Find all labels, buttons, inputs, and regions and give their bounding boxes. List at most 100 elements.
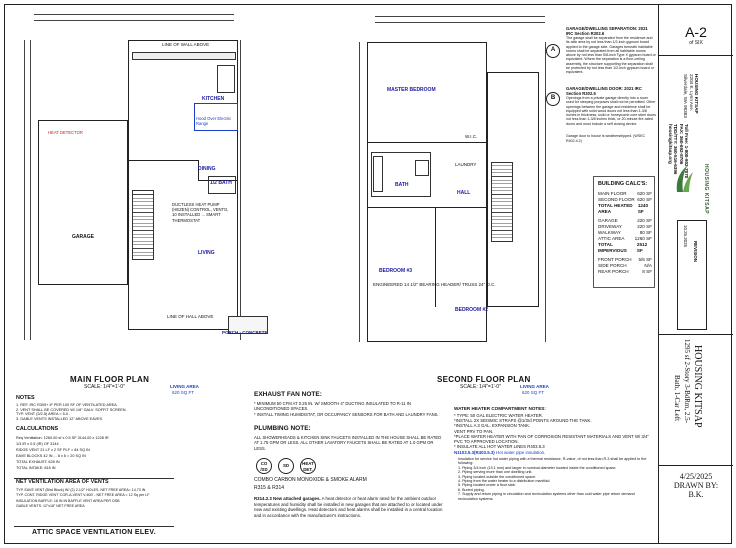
net-vent-line: GABLE VENTS: 12"x18" NET FREE AREA bbox=[16, 504, 85, 509]
insulation-line: 6. Buried piping. bbox=[458, 487, 485, 492]
header-note: ENGINEERED 14 1/2" BEARING HEADER/ TRUSS… bbox=[373, 282, 496, 287]
net-vent-line: INSULATION BAFFLE: 18 IN IN BAFFLE VENT … bbox=[16, 498, 120, 503]
marker-b: B bbox=[546, 92, 560, 106]
building-calc-value: 620 SF bbox=[637, 197, 652, 202]
housing-kitsap-logo-icon bbox=[673, 162, 697, 198]
water-heater-lines: * TYPE: 50 GAL ELECTRIC WATER HEATER.*IN… bbox=[454, 413, 650, 449]
building-calc-value: 5/6 SF bbox=[638, 257, 652, 262]
insulation-title: N1103.5.3(R403.5.3) Hot water pipe insul… bbox=[454, 450, 546, 455]
exhaust-plumbing-notes: EXHAUST FAN NOTE: * MINIMUM 50 CFM AT 0.… bbox=[254, 391, 454, 542]
ducting-note: DUCTLESS HEAT PUMP (HEZEN) CONTROL, VENT… bbox=[172, 202, 229, 223]
building-calc-value: 1240 SF bbox=[637, 203, 649, 214]
note-line: 3. GABLE VENTS INSTALLED 12" ABOVE EAVES… bbox=[16, 416, 104, 421]
plumbing-lines: ALL SHOWERHEADS & KITCHEN SINK FAUCETS I… bbox=[254, 435, 444, 451]
garage-note: HEAT DETECTOR bbox=[48, 130, 118, 135]
building-calc-label: MAIN FLOOR bbox=[598, 191, 627, 196]
room-label-bedroom3: BEDROOM #3 bbox=[379, 268, 413, 274]
room-label-living: LIVING bbox=[198, 250, 215, 256]
water-heater-line: *PLACE WATER HEATER WITH PAN OF CORROSIO… bbox=[454, 433, 649, 445]
sep-b-tail: Garage door to house is weatherstripped.… bbox=[566, 134, 646, 144]
sep-b-text: Openings from a private garage directly … bbox=[566, 96, 656, 126]
building-calc-row: SIDE PORCH N/A bbox=[598, 263, 652, 269]
half-bath-box bbox=[208, 176, 236, 194]
water-heater-line: * INSULATE ALL HOT WATER LINES R403.5.3 bbox=[454, 444, 545, 450]
building-calc-value: 1260 SF bbox=[634, 236, 652, 241]
calculations-title: CALCULATIONS bbox=[16, 426, 59, 432]
sep-a-text: The garage shall be separated from the r… bbox=[566, 36, 656, 75]
water-heater-line: VENT PRV TO PAN. bbox=[454, 428, 494, 434]
building-calc-row: WALKWAY 80 SF bbox=[598, 230, 652, 236]
project-title-box: HOUSING KITSAP 1295 sf 2-Story 3-BdRm, 2… bbox=[659, 334, 733, 466]
building-calc-label: GARAGE bbox=[598, 218, 618, 223]
sheet-number: A-2 bbox=[685, 24, 707, 40]
calculations-lines: Req Ventilation: 1260.00 sf x 0.5 SF 314… bbox=[16, 435, 216, 471]
marker-a: A bbox=[546, 44, 560, 58]
sheet-of: of SIX bbox=[689, 40, 703, 46]
porch-label: PORCH - CONCRETE bbox=[222, 330, 268, 335]
second-plan-scale: SCALE: 1/4"=1'-0" bbox=[460, 384, 501, 390]
label-line-wall-above: LINE OF WALL ABOVE bbox=[162, 42, 210, 47]
building-calc-label: ATTIC AREA bbox=[598, 236, 625, 241]
co-sd-symbol: CO /SD bbox=[256, 458, 272, 474]
project-title-3: Bath, 1-Car Left bbox=[673, 375, 681, 422]
laundry-label: LAUNDRY bbox=[455, 162, 477, 167]
calc-line: TOTAL INTAKE: 816 IN bbox=[16, 466, 56, 470]
building-calc-row: ATTIC AREA 1260 SF bbox=[598, 236, 652, 242]
second-living-area-label: LIVING AREA bbox=[520, 384, 549, 389]
calc-line: Req Ventilation: 1260.00 sf x 0.5 SF 314… bbox=[16, 436, 109, 440]
insulation-line: 7. Supply and return piping in circulati… bbox=[458, 492, 635, 501]
detector-code: R315 & R314 bbox=[254, 485, 285, 491]
revision-label: REVISION bbox=[693, 241, 698, 262]
building-calc-value: 220 SF bbox=[637, 224, 652, 229]
main-floor-plan: GARAGE HEAT DETECTOR LINE OF WALL ABOVE … bbox=[22, 10, 268, 348]
calc-line: 1/3 IR x 0.5 (IR) OF 3144 bbox=[16, 442, 59, 446]
main-plan-title: MAIN FLOOR PLAN bbox=[70, 375, 150, 384]
main-stairs bbox=[132, 190, 154, 260]
building-calc-value: 80 SF bbox=[639, 230, 652, 235]
detector-caption: COMBO CARBON MONOXIDE & SMOKE ALARM bbox=[254, 477, 367, 483]
insulation-line: Insulation for service hot water piping … bbox=[458, 457, 647, 466]
project-title-2: 1295 sf 2-Story 3-BdRm, 2.5- bbox=[683, 339, 691, 423]
title-block: A-2 of SIX HOUSING KITSAP 2204 E. Lynn A… bbox=[658, 4, 733, 544]
porch-area bbox=[228, 316, 268, 334]
room-label-hall: HALL bbox=[457, 190, 471, 196]
insulation-line: 2. Piping serving more than one dwelling… bbox=[458, 470, 533, 475]
ventilation-notes: NOTES 1. REF. IRC R305+ IF PER 100 SF OF… bbox=[10, 395, 240, 544]
main-living-area-label: LIVING AREA bbox=[170, 384, 199, 389]
heat-detector-label: HEAT DETECTOR bbox=[48, 130, 83, 135]
building-calc-value: N/A bbox=[644, 263, 652, 268]
insulation-lines: Insulation for service hot water piping … bbox=[458, 457, 648, 501]
exhaust-lines: * MINIMUM 50 CFM AT 0.25 IN. W/ SMOOTH 4… bbox=[254, 401, 444, 417]
building-calc-row: MAIN FLOOR 620 SF bbox=[598, 191, 652, 197]
room-label-kitchen: KITCHEN bbox=[202, 96, 225, 102]
room-label-garage: GARAGE bbox=[72, 234, 94, 240]
insulation-line: 4. Piping from the water heater to a dis… bbox=[458, 479, 551, 484]
building-calc-label: DRIVEWAY bbox=[598, 224, 622, 229]
building-calc-label: WALKWAY bbox=[598, 230, 621, 235]
building-calc-label: SIDE PORCH bbox=[598, 263, 627, 268]
attic-title: ATTIC SPACE VENTILATION ELEV. bbox=[32, 529, 156, 536]
room-label-half-bath: 1/2 BATH bbox=[210, 180, 232, 186]
r314-text: R314.2.3 New attached garages. A heat de… bbox=[254, 496, 443, 518]
revision-date: 10.25.2025 bbox=[683, 225, 688, 247]
water-heater-line: *INSTALL 2X SEISMIC STRAPS @1/3rd POINTS… bbox=[454, 418, 592, 424]
room-label-master: MASTER BEDROOM bbox=[387, 87, 436, 93]
label-line-hall-above: LINE OF HALL ABOVE bbox=[167, 314, 214, 319]
sd-symbol: SD bbox=[278, 458, 294, 474]
exhaust-title: EXHAUST FAN NOTE: bbox=[254, 391, 322, 398]
building-calc-label: SECOND FLOOR bbox=[598, 197, 635, 202]
building-calc-value: 620 SF bbox=[637, 191, 652, 196]
range-hood-label: Hood Over Electric Range bbox=[196, 116, 232, 127]
second-floor-plan: MASTER BEDROOM W.I.C. BATH LAUNDRY HALL … bbox=[355, 12, 550, 357]
kitchen-counter bbox=[132, 52, 236, 60]
building-calc-row: DRIVEWAY 220 SF bbox=[598, 224, 652, 230]
net-vent-line: TYP. EAVE VENT (Bird Block) W/ (2) 2-1/2… bbox=[16, 488, 146, 492]
room-label-bedroom2: BEDROOM #2 bbox=[455, 307, 489, 313]
main-plan-scale: SCALE: 1/4"=1'-0" bbox=[84, 384, 125, 390]
insulation-line: 1. Piping 3/4 inch (19.1 mm) and larger … bbox=[458, 465, 617, 470]
